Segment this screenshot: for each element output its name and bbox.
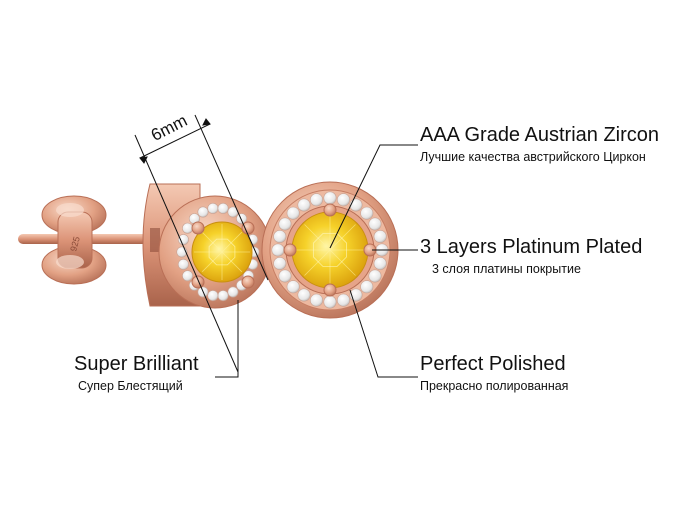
prongs-left xyxy=(191,221,255,289)
halo-stone xyxy=(323,295,337,309)
halo-stone xyxy=(309,193,323,207)
stone-facets-left xyxy=(194,224,250,280)
prongs-right xyxy=(283,203,377,297)
polish-title: Perfect Polished xyxy=(420,353,566,375)
halo-stone xyxy=(373,230,387,244)
stone-facet xyxy=(304,224,331,251)
stone-facet xyxy=(201,251,223,273)
stone-facets-right xyxy=(294,214,366,286)
brilliant-title: Super Brilliant xyxy=(74,353,199,375)
halo-stone xyxy=(217,290,229,302)
halo-stone xyxy=(273,256,287,270)
halo-stone xyxy=(273,230,287,244)
halo-stone xyxy=(336,193,350,207)
halo-stone xyxy=(182,270,194,282)
halo-stone xyxy=(278,217,292,231)
halo-stone xyxy=(182,222,194,234)
earring-back xyxy=(41,195,107,285)
stone-facet xyxy=(329,249,356,276)
stone-facet xyxy=(304,249,331,276)
zircon-title: AAA Grade Austrian Zircon xyxy=(420,124,660,146)
stone-facet xyxy=(329,224,356,251)
halo-stone xyxy=(309,293,323,307)
halo-stone xyxy=(177,258,189,270)
right-earring xyxy=(261,181,399,319)
halo-stone xyxy=(368,269,382,283)
callout-lines xyxy=(215,144,418,378)
stone-table xyxy=(312,232,348,268)
stone-facet xyxy=(221,251,243,273)
halo-stone xyxy=(278,269,292,283)
halo-stone xyxy=(236,213,248,225)
halo-stone xyxy=(349,198,363,212)
plating-title: 3 Layers Platinum Plated xyxy=(420,236,643,258)
stone-facet xyxy=(201,231,223,253)
halo-stone xyxy=(286,280,300,294)
halo-stone xyxy=(360,280,374,294)
halo-stone xyxy=(373,256,387,270)
halo-stone xyxy=(336,293,350,307)
halo-stones-right xyxy=(271,191,389,309)
brilliant-subtitle: Супер Блестящий xyxy=(78,379,183,393)
halo-stone xyxy=(297,198,311,212)
halo-stone xyxy=(197,206,209,218)
halo-stone xyxy=(286,206,300,220)
dimension-lines xyxy=(134,114,269,373)
halo-stone xyxy=(207,290,219,302)
left-earring: 925 xyxy=(18,183,272,309)
halo-stone xyxy=(360,206,374,220)
halo-stone xyxy=(177,234,189,246)
zircon-subtitle: Лучшие качества австрийского Циркон xyxy=(420,150,646,164)
halo-stone xyxy=(217,202,229,214)
stamp-925: 925 xyxy=(68,235,82,252)
plating-subtitle: 3 слоя платины покрытие xyxy=(432,262,581,276)
stone-facet xyxy=(221,231,243,253)
polish-subtitle: Прекрасно полированная xyxy=(420,379,569,393)
stone-table xyxy=(208,238,236,266)
halo-stone xyxy=(368,217,382,231)
halo-stone xyxy=(207,202,219,214)
halo-stone xyxy=(271,243,285,257)
halo-stone xyxy=(323,191,337,205)
halo-stone xyxy=(297,288,311,302)
halo-stone xyxy=(227,286,239,298)
